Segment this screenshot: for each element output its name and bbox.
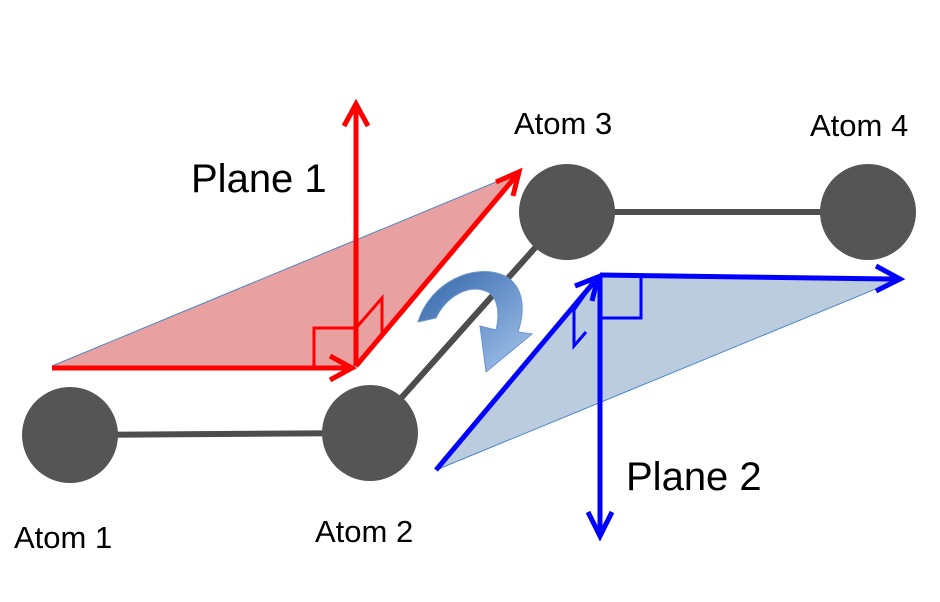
- plane-2-vector-horizontal: [599, 272, 895, 282]
- atom-3-label: Atom 3: [514, 106, 612, 141]
- plane-1-right-angle-marker: [312, 326, 356, 366]
- bonds: [69, 209, 868, 438]
- plane-2-label: Plane 2: [626, 455, 762, 499]
- atom-3: [519, 164, 615, 260]
- atoms: [22, 164, 916, 483]
- atom-2-label: Atom 2: [315, 514, 413, 549]
- plane-1: [51, 98, 523, 383]
- plane-1-vectors: [52, 98, 523, 383]
- curved-rotation-arrow-icon: [417, 271, 534, 373]
- labels: Atom 1 Atom 2 Atom 3 Atom 4 Plane 1 Plan…: [14, 106, 908, 555]
- bond-atom2-atom3: [367, 210, 570, 435]
- plane-2: [434, 263, 906, 542]
- plane-2-right-angle-marker: [600, 277, 643, 320]
- atom-1: [22, 387, 118, 483]
- bond-atom1-atom2: [69, 430, 371, 438]
- plane-2-normal-arrowhead: [585, 510, 615, 542]
- plane-1-normal-arrowhead: [341, 98, 371, 128]
- plane-1-vector-horizontal-arrowhead: [328, 353, 358, 383]
- plane-2-vector-horizontal-arrowhead: [874, 263, 906, 294]
- plane-1-right-angle-marker-2: [354, 293, 384, 336]
- plane-1-vector-diagonal-arrowhead: [495, 167, 523, 197]
- atom-4: [820, 164, 916, 260]
- atom-2: [322, 385, 418, 481]
- atom-4-label: Atom 4: [810, 108, 908, 143]
- plane-2-right-angle-marker-2: [572, 289, 590, 351]
- plane-2-vector-diagonal: [434, 280, 596, 472]
- plane-2-vectors: [434, 263, 906, 542]
- plane-1-surface: [51, 171, 521, 367]
- plane-1-label: Plane 1: [191, 157, 327, 201]
- atom-1-label: Atom 1: [14, 520, 112, 555]
